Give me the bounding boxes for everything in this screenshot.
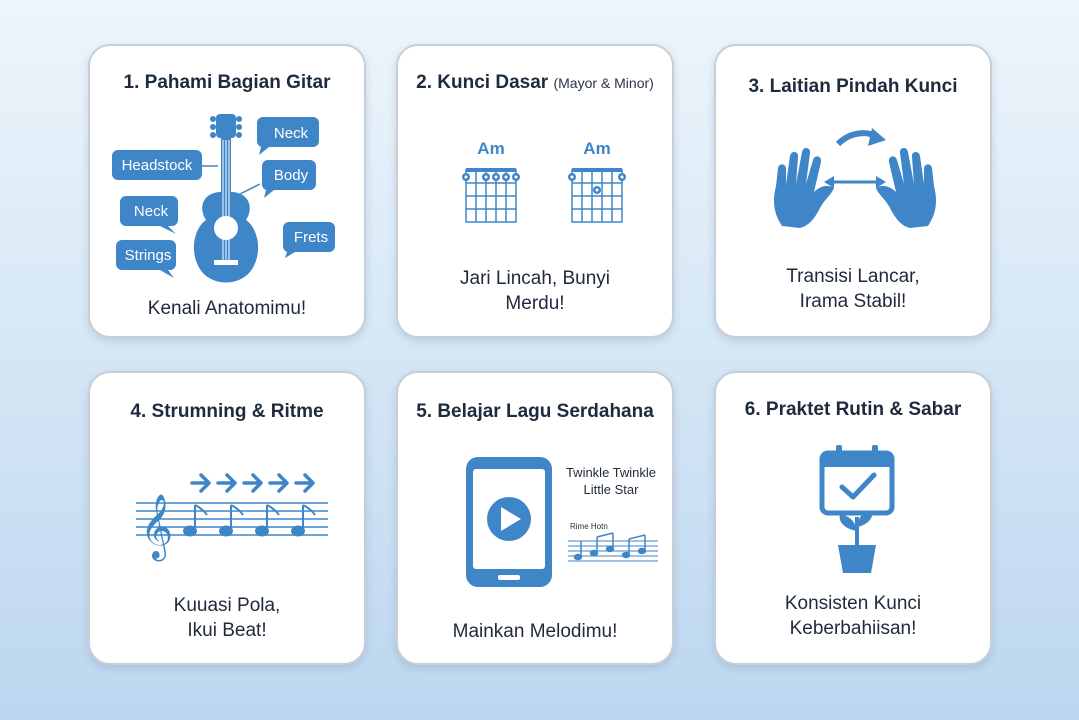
- card-routine-practice: 6. Praktet Rutin & Sabar Konsisten Kunci…: [714, 371, 992, 665]
- card-caption: Mainkan Melodimu!: [452, 621, 618, 642]
- card-strumming-rhythm: 4. Strumning & Ritme 𝄞 Kuuasi Pola, Ikui…: [88, 371, 366, 665]
- card-title: 6. Praktet Rutin & Sabar: [744, 399, 962, 420]
- calendar-plant-icon: [819, 445, 895, 573]
- svg-text:Headstock: Headstock: [122, 157, 193, 174]
- caption-line: Merdu!: [505, 293, 565, 314]
- staff-arrows-icon: 𝄞: [136, 473, 328, 561]
- card-title: 2. Kunci Dasar (Mayor & Minor): [398, 72, 672, 94]
- svg-text:Strings: Strings: [125, 247, 172, 264]
- song-title-line: Little Star: [584, 482, 640, 497]
- caption-line: Ikui Beat!: [187, 620, 267, 641]
- card-basic-chords: 2. Kunci Dasar (Mayor & Minor) Am Am: [396, 44, 674, 338]
- caption-line: Kuuasi Pola,: [173, 595, 281, 616]
- calendar-icon: [819, 445, 895, 516]
- label-neck-left: Neck: [120, 196, 178, 234]
- caption-line: Irama Stabil!: [799, 291, 907, 312]
- card-simple-songs: 5. Belajar Lagu Serdahana Twinkle Twinkl…: [396, 371, 674, 665]
- plant-icon: [838, 511, 876, 573]
- caption-line: Transisi Lancar,: [786, 266, 920, 287]
- guitar-anatomy-illustration: Neck Headstock Body Neck Frets Strings: [112, 114, 335, 283]
- mini-staff-label: Rime Hotn: [570, 522, 608, 531]
- card-title: 1. Pahami Bagian Gitar: [123, 72, 331, 93]
- svg-text:Body: Body: [274, 167, 309, 184]
- chord-diagram-2: Am: [568, 139, 626, 223]
- label-strings: Strings: [116, 240, 176, 278]
- phone-song-illustration: Twinkle Twinkle Little Star Rime Hotn: [466, 457, 658, 587]
- card-caption: Konsisten Kunci Keberbahiisan!: [716, 591, 990, 641]
- svg-text:Neck: Neck: [134, 203, 169, 220]
- label-body: Body: [261, 160, 316, 198]
- phone-play-icon: [466, 457, 552, 587]
- chord-diagram-1: Am: [462, 139, 520, 223]
- hands-switch-icon: [774, 128, 936, 228]
- card-title: 3. Laitian Pindah Kunci: [748, 76, 958, 97]
- svg-text:Am: Am: [583, 139, 610, 158]
- card-title-subtitle: (Mayor & Minor): [553, 75, 654, 91]
- caption-line: Konsisten Kunci: [784, 593, 922, 614]
- left-hand-icon: [774, 147, 834, 228]
- chord-diagrams: Am Am: [462, 139, 626, 223]
- card-caption: Kuuasi Pola, Ikui Beat!: [90, 593, 364, 643]
- svg-text:Frets: Frets: [294, 229, 328, 246]
- arrow-icons: [190, 473, 315, 493]
- label-frets: Frets: [282, 222, 335, 258]
- card-title: 4. Strumning & Ritme: [130, 401, 324, 422]
- treble-clef-icon: 𝄞: [140, 494, 173, 561]
- caption-line: Jari Lincah, Bunyi: [460, 268, 610, 289]
- note-icons: [183, 504, 316, 537]
- card-guitar-parts: 1. Pahami Bagian Gitar Neck Headstock: [88, 44, 366, 338]
- card-caption: Jari Lincah, Bunyi Merdu!: [398, 266, 672, 316]
- label-neck-top: Neck: [256, 117, 319, 155]
- card-title-main: 2. Kunci Dasar: [416, 72, 549, 93]
- card-chord-transition: 3. Laitian Pindah Kunci Transisi Lancar,…: [714, 44, 992, 338]
- card-caption: Transisi Lancar, Irama Stabil!: [716, 264, 990, 314]
- label-headstock: Headstock: [112, 150, 202, 180]
- card-title: 5. Belajar Lagu Serdahana: [416, 401, 654, 422]
- svg-text:Neck: Neck: [274, 125, 309, 142]
- caption-line: Keberbahiisan!: [789, 618, 917, 639]
- card-caption: Kenali Anatomimu!: [147, 298, 307, 319]
- svg-text:Am: Am: [477, 139, 504, 158]
- right-hand-icon: [876, 147, 936, 228]
- song-title-line: Twinkle Twinkle: [566, 465, 656, 480]
